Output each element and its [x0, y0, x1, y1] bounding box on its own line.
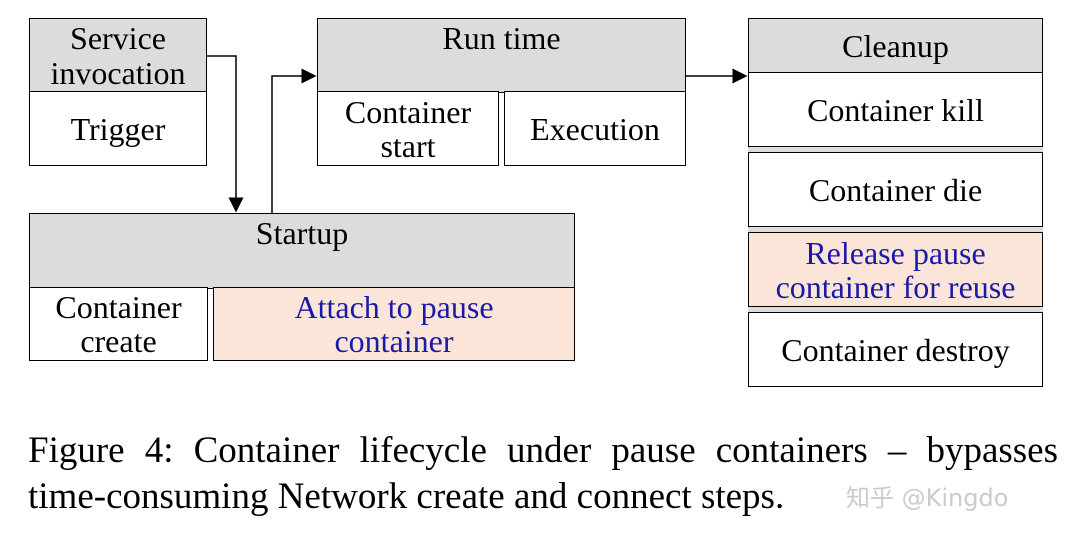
arrow-service-to-startup — [206, 55, 244, 213]
service-invocation-header: Service invocation — [29, 18, 207, 93]
figure-caption: Figure 4: Container lifecycle under paus… — [28, 430, 1058, 517]
cleanup-header: Cleanup — [748, 18, 1043, 74]
attach-pause-label: Attach to pause container — [294, 289, 494, 359]
container-create-label: Container create — [55, 289, 182, 359]
runtime-label: Run time — [442, 20, 561, 56]
trigger-label: Trigger — [70, 110, 166, 147]
startup-label: Startup — [255, 215, 349, 251]
container-kill-box: Container kill — [748, 72, 1043, 148]
release-pause-label: Release pause container for reuse — [775, 235, 1016, 305]
container-start-box: Container start — [317, 91, 499, 166]
service-invocation-label: Service invocation — [50, 19, 186, 91]
runtime-header: Run time — [317, 18, 686, 93]
execution-label: Execution — [530, 110, 660, 147]
container-create-box: Container create — [29, 287, 208, 361]
attach-pause-box: Attach to pause container — [213, 287, 575, 361]
container-kill-label: Container kill — [807, 92, 984, 128]
trigger-box: Trigger — [29, 91, 207, 166]
container-destroy-box: Container destroy — [748, 312, 1043, 387]
execution-box: Execution — [504, 91, 686, 166]
container-destroy-label: Container destroy — [781, 331, 1010, 368]
container-start-label: Container start — [344, 93, 472, 164]
release-pause-box: Release pause container for reuse — [748, 232, 1043, 308]
startup-header: Startup — [29, 213, 575, 289]
container-die-box: Container die — [748, 152, 1043, 228]
container-die-label: Container die — [808, 172, 983, 208]
cleanup-label: Cleanup — [842, 28, 949, 64]
arrow-startup-to-runtime — [271, 68, 317, 213]
